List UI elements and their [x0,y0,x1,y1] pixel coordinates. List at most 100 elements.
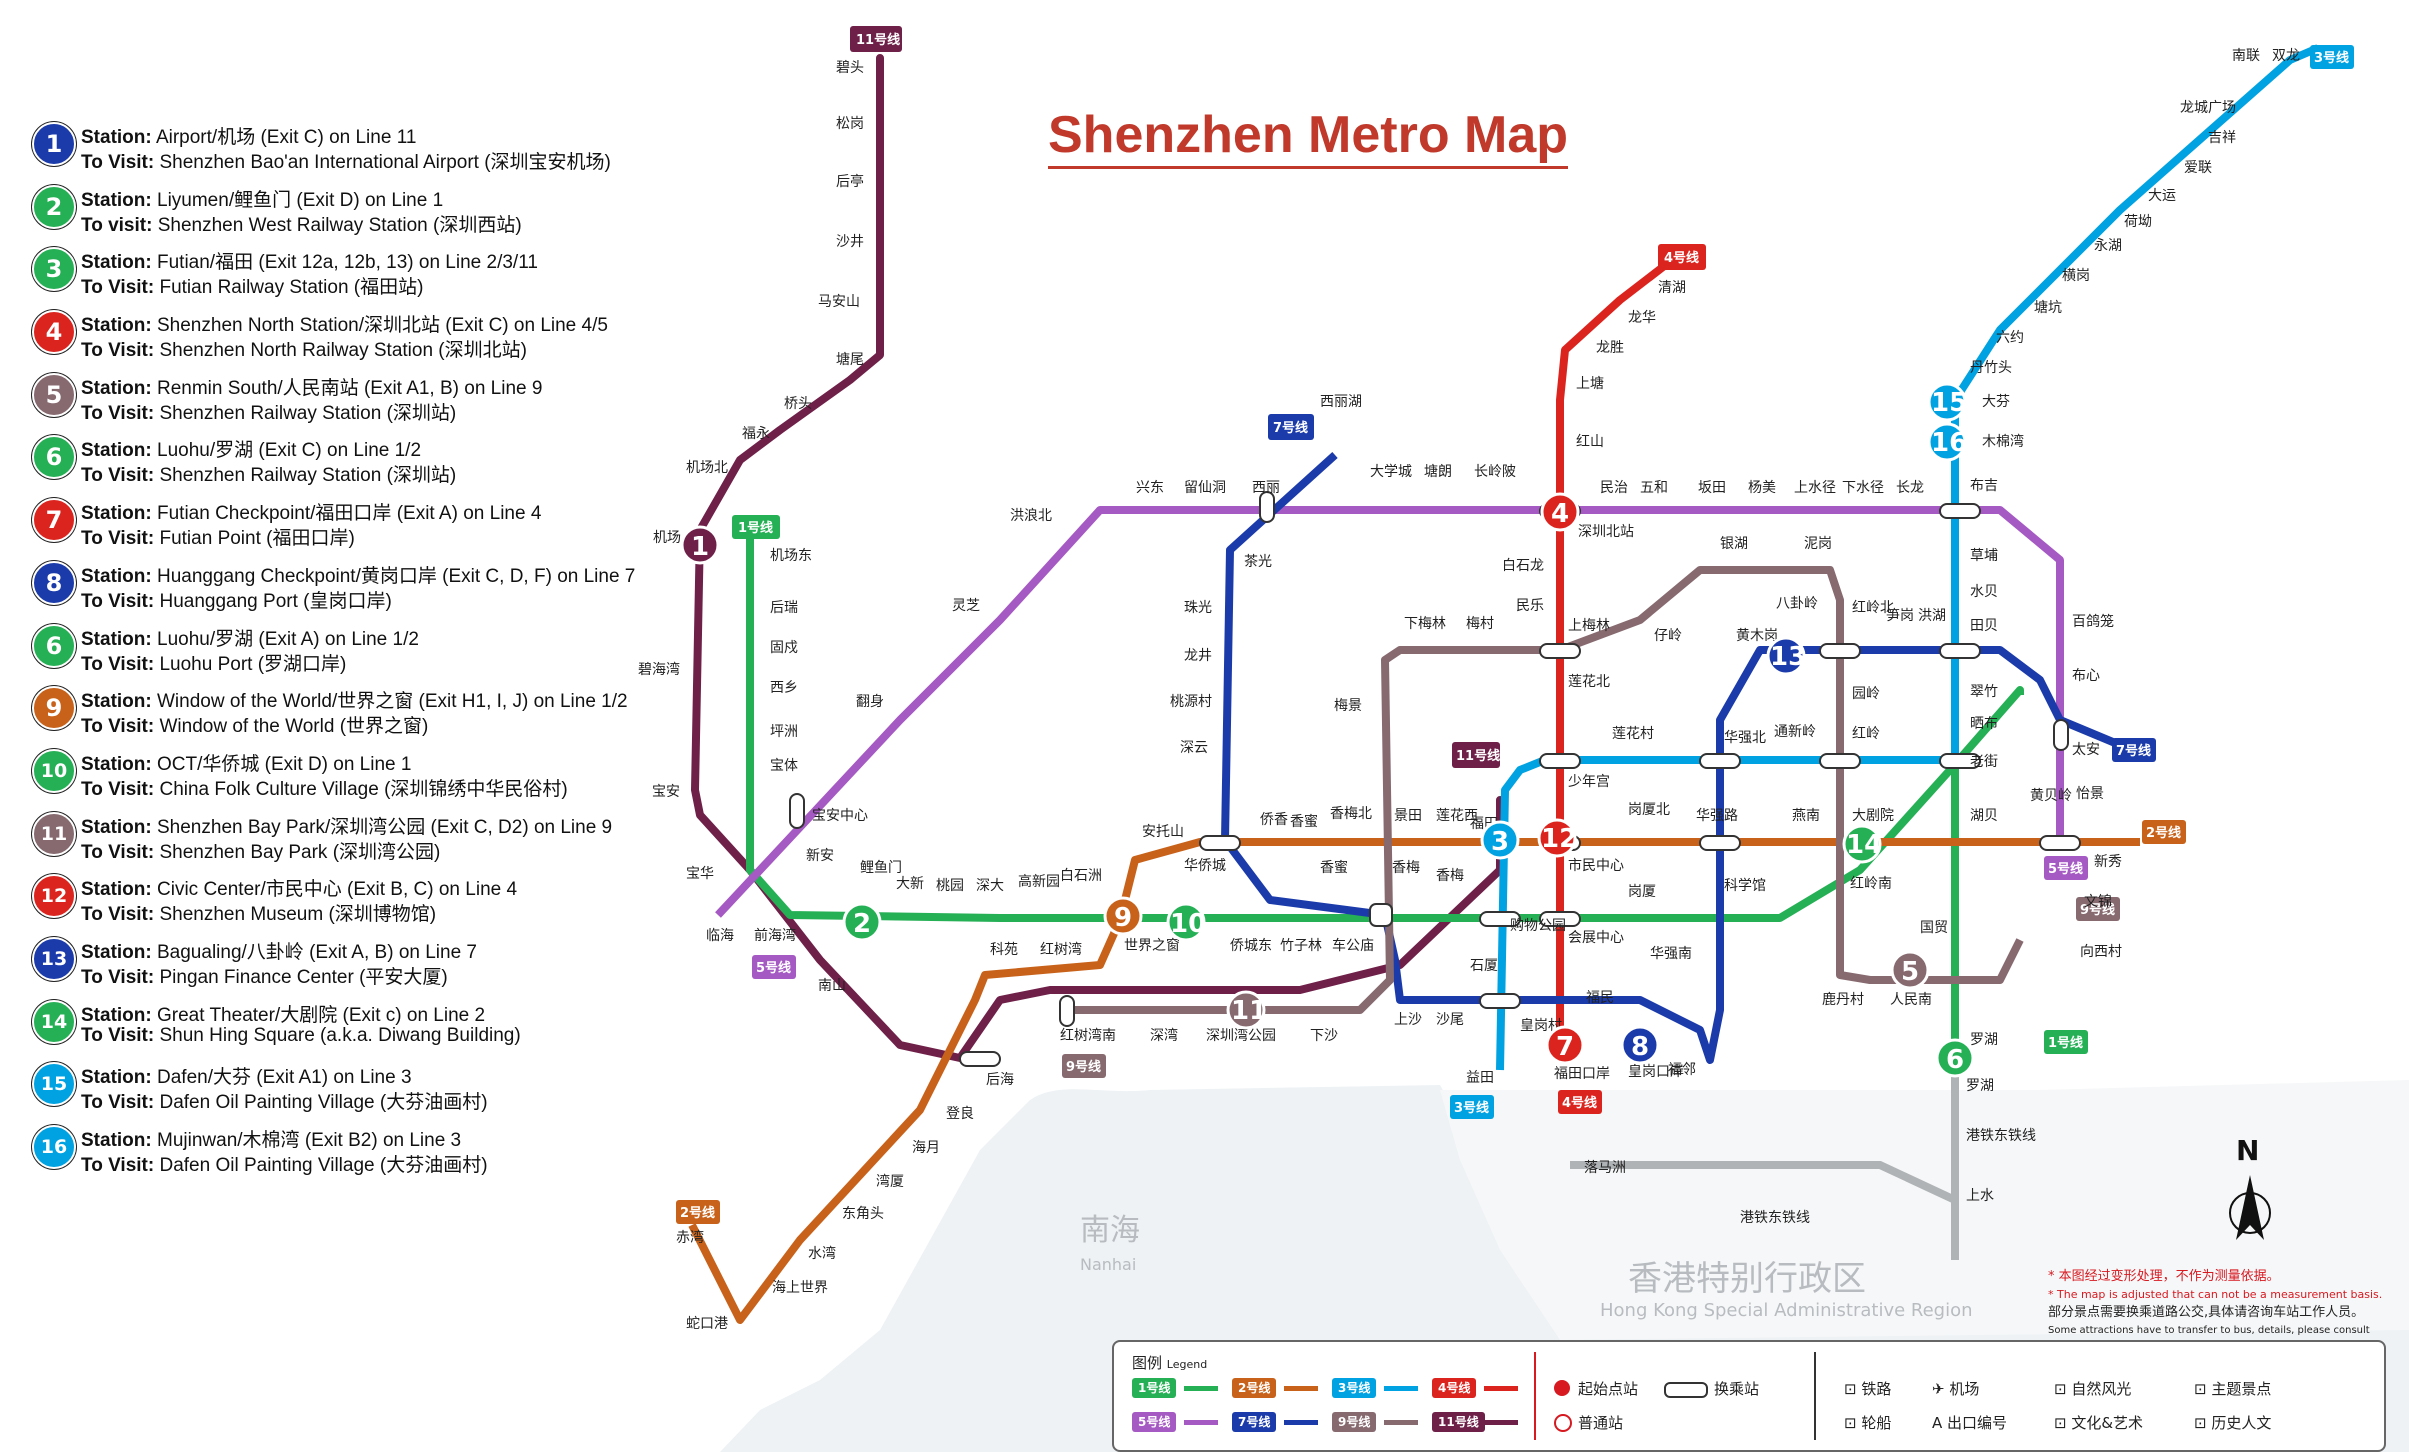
legend-culture: ⊡ 文化&艺术 [2054,1414,2144,1432]
entry-visit: To visit: Shenzhen West Railway Station … [81,210,522,237]
legend-transfer-station: 换乘站 [1714,1380,1760,1398]
station-shangshuijing: 上水径 [1794,480,1836,496]
station-qinghu: 清湖 [1658,280,1686,296]
station-hongling-south: 红岭南 [1850,876,1892,892]
entry-station-label: Station: [81,941,152,963]
station-shenda: 深大 [976,878,1004,894]
entry-station-label: Station: [81,252,152,274]
station-kexuegan: 科学馆 [1724,878,1766,894]
entry-station: Station: Dafen/大芬 (Exit A1) on Line 3 [81,1062,412,1089]
entry-visit-label: To Visit: [81,1155,155,1176]
legend-line-sample [1284,1386,1318,1391]
station-linhai: 临海 [706,928,734,944]
entry-visit: To Visit: Dafen Oil Painting Village (大芬… [81,1087,488,1114]
line-tag-4b: 4号线 [1558,1090,1602,1114]
entry-visit-text: Dafen Oil Painting Village (大芬油画村) [159,1155,488,1176]
entry-station-text: Window of the World/世界之窗 (Exit H1, I, J)… [157,691,628,713]
station-zhuguang: 珠光 [1184,600,1212,616]
station-minle: 民乐 [1516,598,1544,614]
station-wanxia: 湾厦 [876,1173,904,1190]
entry-station-text: Renmin South/人民南站 (Exit A1, B) on Line 9 [157,377,543,399]
entry-station-label: Station: [81,565,152,587]
entry-station: Station: Civic Center/市民中心 (Exit B, C) o… [81,874,517,901]
station-buji: 布吉 [1970,478,1998,494]
legend-divider-2 [1814,1352,1816,1440]
entry-station-text: OCT/华侨城 (Exit D) on Line 1 [157,753,412,775]
legend-start-station: 起始点站 [1578,1380,1639,1398]
map-markers: 1 2 3 4 5 6 7 8 9 10 11 12 13 14 15 16 [680,382,1975,1078]
station-gaoxinyuan: 高新园 [1018,873,1060,890]
svg-text:16: 16 [1931,428,1967,458]
entry-station-label: Station: [81,628,152,650]
svg-text:5: 5 [1901,957,1919,987]
station-chiwan: 赤湾 [676,1229,704,1246]
station-shangtang: 上塘 [1576,376,1604,392]
station-civic-center: 市民中心 [1568,857,1624,874]
line-tag-11b-text: 11号线 [1456,748,1500,764]
entry-visit: To Visit: Shenzhen Railway Station (深圳站) [81,460,456,487]
legend-nature: ⊡ 自然风光 [2054,1380,2132,1398]
station-xiameilin: 下梅林 [1404,616,1446,632]
station-number-badge: 2 [32,184,76,229]
entry-station-label: Station: [81,127,152,148]
legend-line-chip: 4号线 [1432,1378,1477,1398]
station-ailian: 爱联 [2184,160,2212,176]
station-nanshan: 南山 [818,978,846,994]
entry-visit-text: Shenzhen Museum (深圳博物馆) [159,904,437,926]
svg-text:8: 8 [1631,1032,1649,1062]
entry-visit-label: To Visit: [81,152,155,173]
culture-icon: ⊡ [2054,1414,2072,1432]
station-daxuecheng: 大学城 [1370,464,1412,480]
line-9 [1062,566,2024,1014]
station-taoyuan: 桃园 [936,878,964,894]
station-honghu: 洪湖 [1918,608,1946,624]
entry-station: Station: Futian Checkpoint/福田口岸 (Exit A)… [81,498,541,525]
station-liuxiandong: 留仙洞 [1184,480,1226,496]
entry-visit: To Visit: China Folk Culture Village (深圳… [81,774,568,801]
station-laojie: 老街 [1970,754,1998,770]
line-tag-11b: 11号线 [1452,742,1500,768]
station-liyumen: 鲤鱼门 [860,859,902,876]
entry-visit-label: To Visit: [81,402,155,424]
legend-line-sample [1284,1420,1318,1425]
station-buxin: 布心 [2072,668,2100,684]
legend-line-chip: 7号线 [1232,1412,1277,1432]
station-yijing: 怡景 [2076,786,2104,802]
station-number-badge: 14 [32,999,76,1044]
station-longsheng: 龙胜 [1596,340,1624,356]
station-yangmei: 杨美 [1748,480,1776,496]
station-tanglang: 塘朗 [1424,464,1452,480]
legend-history: ⊡ 历史人文 [2194,1414,2272,1432]
station-xingdong: 兴东 [1136,480,1164,496]
station-bitou: 碧头 [836,60,864,76]
svg-text:15: 15 [1931,388,1967,418]
station-pingzhou: 坪洲 [770,724,798,740]
station-number-badge: 8 [32,560,76,605]
station-shangmeilin: 上梅林 [1568,618,1610,634]
station-bihaiwan: 碧海湾 [638,661,680,678]
line-tag-7-text: 7号线 [1273,420,1308,436]
station-shopping-park: 购物公园 [1510,918,1566,934]
legend-line-chip: 5号线 [1132,1412,1177,1432]
station-xiangmei: 香梅 [1436,868,1464,884]
legend-line-chip: 9号线 [1332,1412,1377,1432]
legend-line-sample [1484,1420,1518,1425]
station-yuanling: 园岭 [1852,686,1880,702]
station-zaiyi: 仔岭 [1654,628,1682,644]
exit-icon: A [1932,1414,1948,1432]
station-chegongmiao: 车公庙 [1332,937,1374,954]
legend-line-chip: 2号线 [1232,1378,1277,1398]
north-label: N [2236,1134,2259,1167]
entry-visit-label: To Visit: [81,778,155,800]
station-huaqiang-south: 华强南 [1650,946,1692,962]
station-huangbeiling: 黄贝岭 [2030,787,2072,804]
entry-visit: To Visit: Dafen Oil Painting Village (大芬… [81,1150,488,1177]
entry-station: Station: Window of the World/世界之窗 (Exit … [81,686,628,713]
entry-station: Station: Airport/机场 (Exit C) on Line 11 [81,122,416,149]
station-renmin-south: 人民南 [1890,992,1932,1008]
station-labels: 碧头 松岗 后亭 沙井 马安山 塘尾 桥头 福永 机场北 机场 碧海湾 宝安 机… [638,48,2300,1332]
line-tag-1b: 1号线 [2044,1030,2088,1054]
legend-line-sample [1384,1386,1418,1391]
